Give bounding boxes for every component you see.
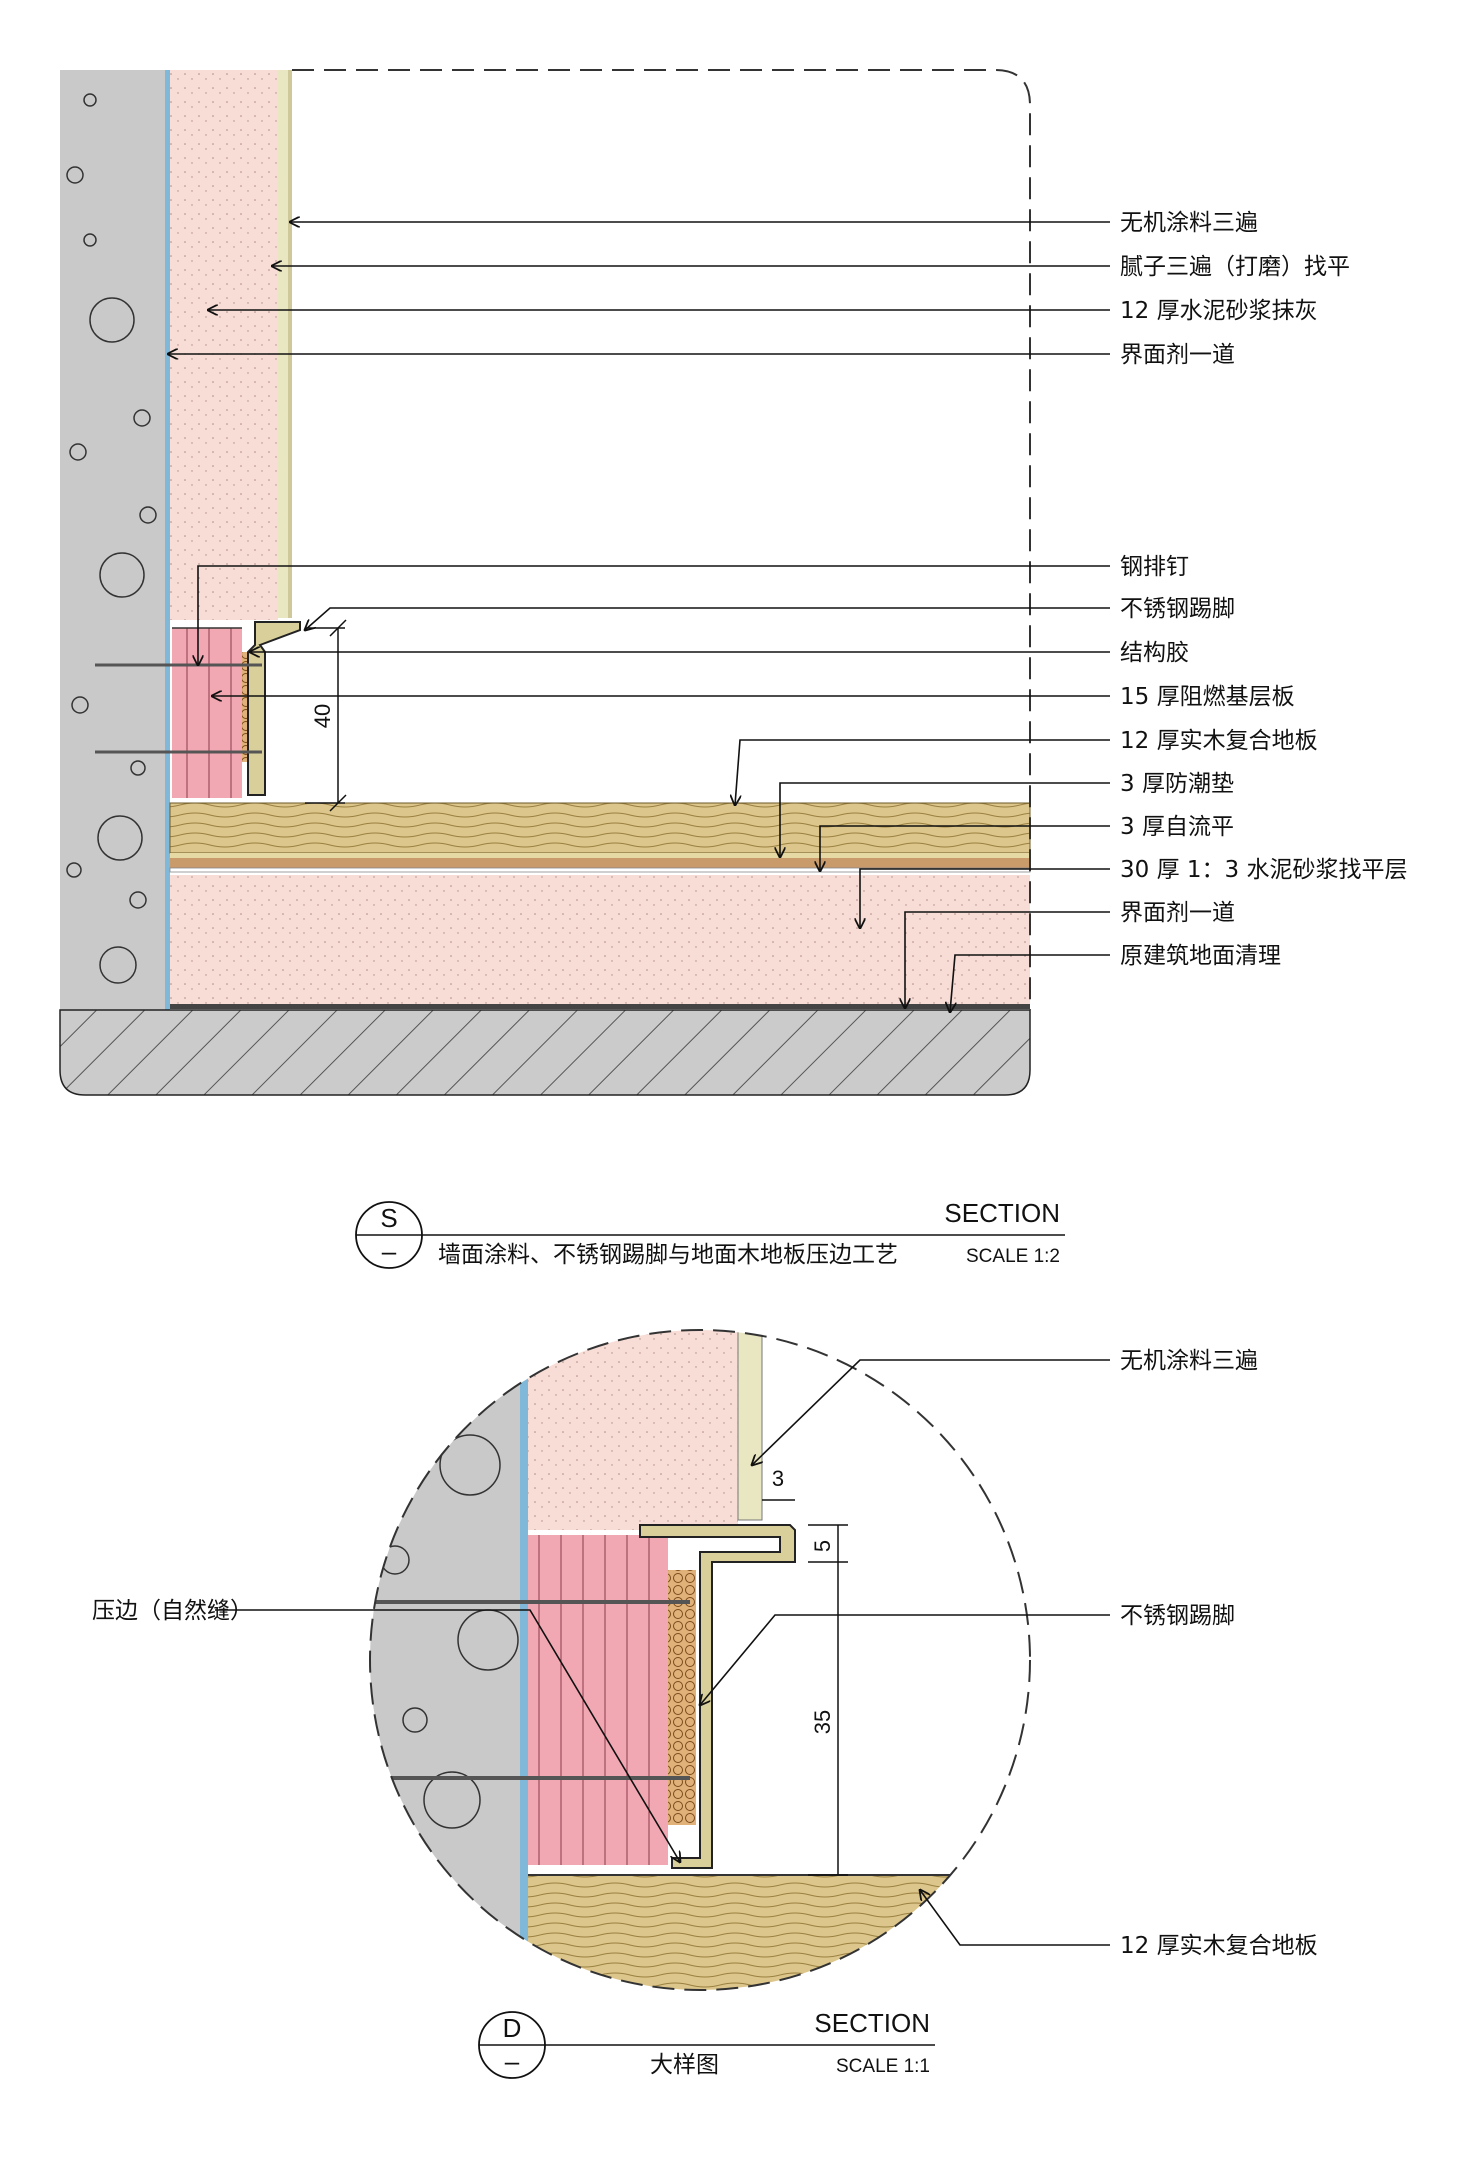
title-d-name: 大样图 [650,2052,719,2078]
label-putty: 腻子三遍（打磨）找平 [1120,254,1350,280]
title-s-scale: SCALE 1:2 [966,1246,1060,1267]
wall-aggregate [66,93,157,984]
label-floor-interface: 界面剂一道 [1120,900,1235,926]
label-glue: 结构胶 [1120,640,1189,666]
title-d-letter: D [503,2013,522,2043]
detail-wood-floor [528,1875,1028,1990]
base-board [172,628,242,798]
stainless-skirting [247,621,301,796]
dimension-40: 40 [305,619,347,812]
detail-base-board [528,1535,668,1865]
label-wood-floor: 12 厚实木复合地板 [1120,728,1318,754]
title-d-dash: – [505,2046,520,2076]
title-s-name: 墙面涂料、不锈钢踢脚与地面木地板压边工艺 [438,1242,898,1268]
concrete-wall [60,70,165,1010]
structural-slab [59,1009,1031,1096]
title-block-s: S – SECTION 墙面涂料、不锈钢踢脚与地面木地板压边工艺 SCALE 1… [355,1198,1065,1269]
label-coating: 无机涂料三遍 [1120,210,1258,236]
title-s-letter: S [380,1203,397,1233]
self-leveling [170,858,1030,868]
title-d-section: SECTION [814,2008,930,2038]
detail-glue [668,1570,696,1825]
detail-label-press: 压边（自然缝） [92,1598,253,1624]
detail-concrete [370,1330,524,1990]
detail-label-coating: 无机涂料三遍 [1120,1348,1258,1374]
title-d-scale: SCALE 1:1 [836,2056,930,2077]
upper-leaders [168,222,1110,1012]
label-screed: 30 厚 1：3 水泥砂浆找平层 [1120,857,1407,883]
interface-layer [165,70,170,1010]
label-board: 15 厚阻燃基层板 [1120,684,1295,710]
title-s-section: SECTION [944,1198,1060,1228]
putty-layer [278,70,288,618]
title-s-dash: – [382,1236,397,1266]
dim-40-text: 40 [310,704,335,728]
detail-putty [737,1330,763,1521]
wood-floor [169,802,1031,854]
label-cleanup: 原建筑地面清理 [1120,943,1281,969]
moisture-pad [170,853,1030,858]
upper-labels: 无机涂料三遍 腻子三遍（打磨）找平 12 厚水泥砂浆抹灰 界面剂一道 钢排钉 不… [1120,210,1407,969]
detail-circle [369,1329,1031,1991]
detail-plaster [528,1330,738,1530]
detail-dimensions: 3 5 35 [762,1466,848,1876]
coating-layer [288,70,292,618]
label-nail: 钢排钉 [1120,554,1189,580]
upper-section: 40 无机涂料三遍 腻子三遍（打磨）找平 12 厚水泥砂浆抹灰 界面剂一道 钢排… [59,69,1407,1096]
dim-35-text: 35 [810,1710,835,1734]
leveling-layer [170,875,1030,1005]
label-plaster: 12 厚水泥砂浆抹灰 [1120,298,1318,324]
detail-leaders [215,1359,1110,1946]
label-moisture-pad: 3 厚防潮垫 [1120,771,1234,797]
detail-label-skirting: 不锈钢踢脚 [1120,1603,1235,1629]
floor-interface [170,1004,1030,1009]
dim-3-text: 3 [772,1466,784,1491]
detail-section: 3 5 35 无机涂料三遍 压边（自然缝） 不锈钢踢脚 12 厚实木复合地板 [92,1329,1318,1991]
cement-plaster [170,70,278,620]
label-interface: 界面剂一道 [1120,342,1235,368]
dim-5-text: 5 [810,1540,835,1552]
title-block-d: D – SECTION 大样图 SCALE 1:1 [478,2008,935,2079]
detail-label-floor: 12 厚实木复合地板 [1120,1933,1318,1959]
label-self-leveling: 3 厚自流平 [1120,814,1234,840]
label-skirting: 不锈钢踢脚 [1120,596,1235,622]
detail-interface [520,1330,528,1990]
